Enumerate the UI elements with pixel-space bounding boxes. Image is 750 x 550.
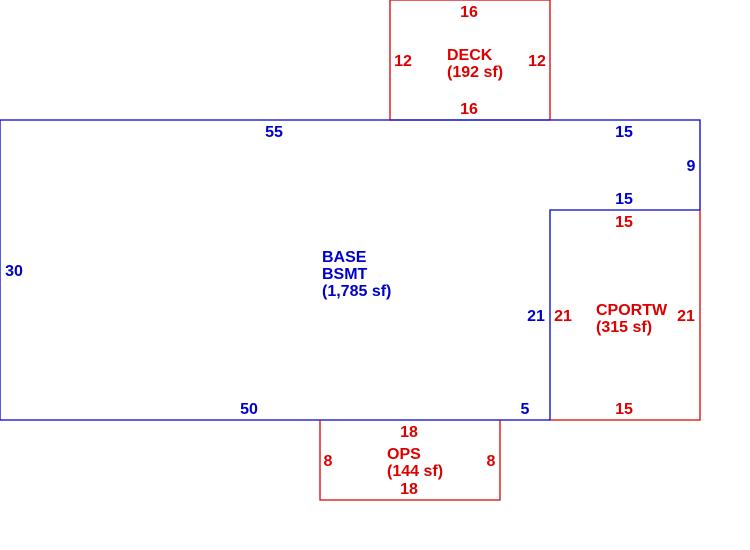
ops-name: OPS	[387, 446, 421, 463]
base-name-line2: BSMT	[322, 266, 368, 283]
base-dim-inner-right: 21	[527, 308, 545, 325]
base-area: (1,785 sf)	[322, 283, 391, 300]
carport-name: CPORTW	[596, 302, 668, 319]
deck-dim-bottom: 16	[460, 101, 478, 118]
ops-outline	[319, 420, 501, 501]
base-dim-top-right: 15	[615, 124, 633, 141]
carport-dim-left: 21	[554, 308, 572, 325]
carport-dim-top: 15	[615, 214, 633, 231]
deck-outline	[389, 0, 551, 120]
ops-area: (144 sf)	[387, 463, 443, 480]
deck-dim-left: 12	[394, 53, 412, 70]
base-dim-bottom-right: 5	[521, 401, 530, 418]
ops-dim-top: 18	[400, 424, 418, 441]
base-dim-right-step: 9	[687, 158, 696, 175]
base-dim-bottom-left: 50	[240, 401, 258, 418]
base-name-line1: BASE	[322, 249, 367, 266]
ops-dim-right: 8	[487, 453, 496, 470]
carport-area: (315 sf)	[596, 319, 652, 336]
carport-dim-bottom: 15	[615, 401, 633, 418]
ops-dim-bottom: 18	[400, 481, 418, 498]
carport-dim-right: 21	[677, 308, 695, 325]
base-outline	[0, 119, 701, 421]
base-dim-top-left: 55	[265, 124, 283, 141]
base-dim-left: 30	[5, 263, 23, 280]
carport-outline	[550, 210, 701, 421]
deck-area: (192 sf)	[447, 64, 503, 81]
base-dim-step-bottom: 15	[615, 191, 633, 208]
deck-dim-top: 16	[460, 4, 478, 21]
deck-dim-right: 12	[528, 53, 546, 70]
deck-name: DECK	[447, 47, 493, 64]
ops-dim-left: 8	[324, 453, 333, 470]
